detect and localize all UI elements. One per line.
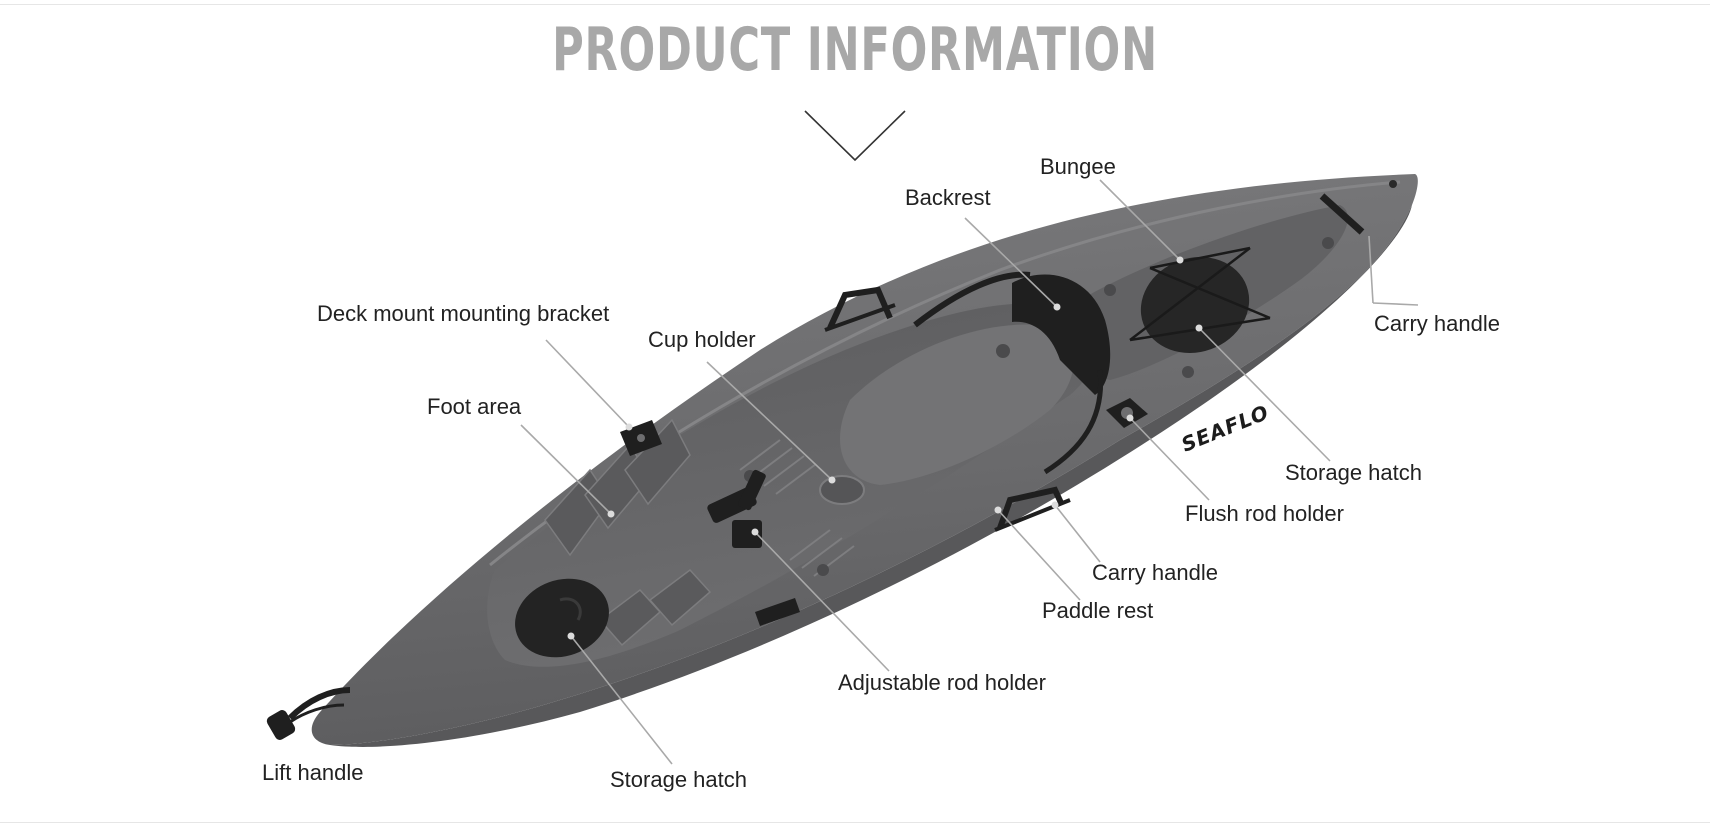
foot-area-ridges: [544, 418, 712, 647]
front-storage-hatch: [515, 578, 609, 658]
label-cup-holder: Cup holder: [648, 327, 756, 352]
label-bungee: Bungee: [1040, 154, 1116, 179]
label-deck-mount: Deck mount mounting bracket: [317, 301, 609, 326]
label-flush-rod-holder: Flush rod holder: [1185, 501, 1344, 526]
label-lift-handle: Lift handle: [262, 760, 364, 785]
label-foot-area: Foot area: [427, 394, 522, 419]
leader-lines: [520, 179, 1419, 765]
side-carry-handle-top: [824, 286, 896, 332]
label-paddle-rest: Paddle rest: [1042, 598, 1153, 623]
label-backrest: Backrest: [905, 185, 991, 210]
deck-treads: [739, 439, 855, 577]
label-storage-hatch-rear: Storage hatch: [610, 767, 747, 792]
adjustable-rod-holder: [707, 469, 766, 548]
label-adjustable-rod-holder: Adjustable rod holder: [838, 670, 1046, 695]
backrest: [913, 271, 1111, 475]
label-carry-handle-side: Carry handle: [1092, 560, 1218, 585]
chevron-down-icon: [804, 110, 906, 162]
label-carry-handle-bow: Carry handle: [1374, 311, 1500, 336]
paddle-rest: [755, 598, 800, 626]
cup-holder: [819, 475, 865, 505]
top-divider: [0, 4, 1710, 5]
label-storage-hatch-front: Storage hatch: [1285, 460, 1422, 485]
leader-dots: [567, 256, 1203, 640]
stern-lift-handle: [266, 687, 351, 740]
bow-carry-handle: [1319, 180, 1397, 235]
bottom-divider: [0, 822, 1710, 823]
page-title: PRODUCT INFORMATION: [552, 15, 1158, 85]
